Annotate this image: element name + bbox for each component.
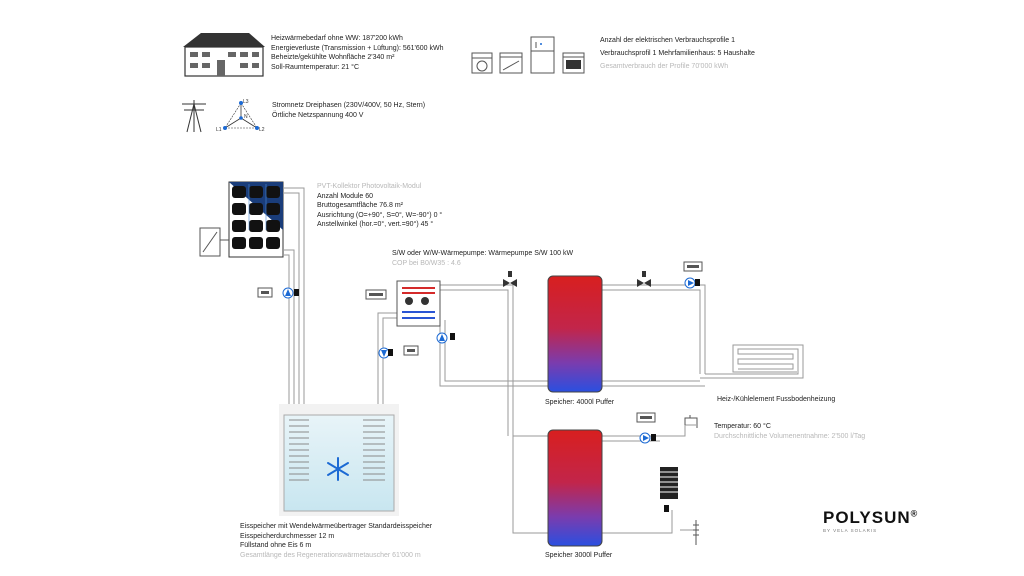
inverter-icon	[199, 227, 229, 257]
heatpump-info: S/W oder W/W-Wärmepumpe: Wärmepumpe S/W …	[392, 249, 573, 268]
pump-ice-icon	[378, 347, 390, 359]
pvt-tilt-text: Anstellwinkel (hor.=0°, vert.=90°) 45 °	[317, 221, 434, 228]
pump-pvt-icon	[282, 287, 294, 299]
pump-floor-icon	[684, 277, 696, 289]
snowflake-icon	[327, 457, 349, 481]
washing-machine-icon	[471, 52, 493, 74]
ice-diameter-text: Eisspeicherdurchmesser 12 m	[240, 532, 335, 540]
living-area-text: Beheizte/gekühlte Wohnfläche 2'340 m²	[271, 54, 395, 61]
floor-heating-icon	[700, 344, 804, 379]
profiles-count-text: Anzahl der elektrischen Verbrauchsprofil…	[600, 37, 736, 44]
ice-fill-text: Füllstand ohne Eis 6 m	[240, 542, 312, 549]
pvt-collector-icon	[228, 181, 284, 258]
phase-l1-label: L1	[216, 127, 222, 133]
pvt-title-text: PVT-Kollektor Photovoltaik-Modul	[317, 183, 422, 190]
controller-display-icon	[261, 265, 699, 419]
pvt-modules-text: Anzahl Module 60	[317, 192, 374, 200]
sensor-icon	[294, 279, 700, 512]
pvt-area-text: Bruttogesamtfläche 76.8 m²	[317, 202, 403, 209]
polysun-logo-subtitle: BY VELA SOLARIS	[823, 528, 878, 533]
polysun-logo: POLYSUN®	[823, 508, 919, 527]
cold-water-inlet-icon	[693, 520, 699, 545]
fridge-icon	[530, 36, 555, 74]
dhw-info: Temperatur: 60 °C Durchschnittliche Volu…	[714, 422, 865, 441]
dhw-temp-text: Temperatur: 60 °C	[714, 423, 771, 430]
total-consumption-text: Gesamtverbrauch der Profile 70'000 kWh	[600, 63, 729, 70]
building-icon	[183, 33, 265, 77]
pump-hp-icon	[436, 332, 448, 344]
consumption-info: Anzahl der elektrischen Verbrauchsprofil…	[600, 34, 755, 73]
power-pole-icon	[182, 100, 206, 133]
heat-exchanger-icon	[660, 467, 678, 499]
dishwasher-icon	[499, 52, 523, 74]
heat-pump-icon	[396, 280, 441, 327]
tap-icon	[684, 415, 698, 428]
dhw-volume-text: Durchschnittliche Volumenentnahme: 2'500…	[714, 432, 866, 440]
oven-icon	[562, 52, 585, 74]
building-info: Heizwärmebedarf ohne WW: 187'200 kWh Ene…	[271, 34, 443, 72]
pvt-info: PVT-Kollektor Photovoltaik-Modul Anzahl …	[317, 182, 442, 230]
phase-l3-label: L3	[243, 99, 249, 105]
buffer-tank-4000	[547, 275, 603, 393]
controller-icon	[257, 261, 703, 423]
heat-demand-text: Heizwärmebedarf ohne WW: 187'200 kWh	[271, 35, 403, 42]
grid-info: Stromnetz Dreiphasen (230V/400V, 50 Hz, …	[272, 101, 425, 120]
pvt-orientation-text: Ausrichtung (O=+90°, S=0°, W=-90°) 0 °	[317, 211, 443, 219]
pipe-network	[283, 187, 706, 534]
ice-title-text: Eisspeicher mit Wendelwärmeübertrager St…	[240, 523, 433, 530]
star-connection-icon: L3 L1 L2 N	[216, 99, 265, 133]
mixing-valve-icon	[503, 271, 651, 287]
profile-text: Verbrauchsprofil 1 Mehrfamilienhaus: 5 H…	[600, 50, 755, 57]
heatpump-title-text: S/W oder W/W-Wärmepumpe: Wärmepumpe S/W …	[392, 250, 574, 257]
energy-losses-text: Energieverluste (Transmission + Lüftung)…	[271, 44, 444, 52]
pump-dhw-icon	[639, 432, 651, 444]
grid-voltage-text: Örtliche Netzspannung 400 V	[272, 111, 364, 119]
tank1-label: Speicher: 4000l Puffer	[545, 399, 615, 406]
heatpump-cop-text: COP bei B0/W35 : 4.6	[392, 259, 461, 267]
ice-info: Eisspeicher mit Wendelwärmeübertrager St…	[240, 522, 432, 560]
floor-heating-label: Heiz-/Kühlelement Fussbodenheizung	[717, 396, 836, 403]
grid-network-text: Stromnetz Dreiphasen (230V/400V, 50 Hz, …	[272, 102, 426, 109]
phase-l2-label: L2	[259, 127, 265, 133]
tank2-label: Speicher 3000l Puffer	[545, 552, 613, 559]
buffer-tank-3000	[547, 429, 603, 547]
room-temp-text: Soll-Raumtemperatur: 21 °C	[271, 63, 359, 71]
neutral-label: N	[244, 114, 248, 120]
ice-length-text: Gesamtlänge des Regenerationswärmetausch…	[240, 551, 421, 559]
